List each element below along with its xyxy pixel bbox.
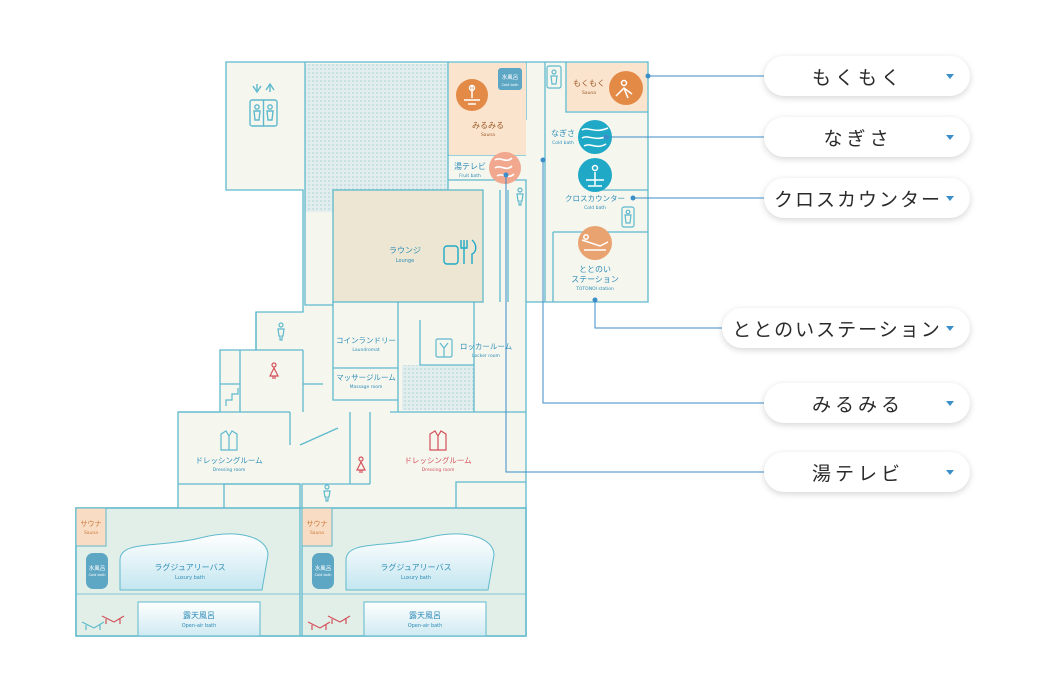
mirumiru-sublabel: Sauna — [481, 132, 495, 138]
locker-icon — [435, 338, 453, 358]
luxury-left-label: ラグジュアリーバス — [154, 562, 225, 572]
totonoi-sublabel: TOTONOI station — [575, 286, 614, 292]
nagisa-sublabel: Cold bath — [552, 140, 574, 146]
callout-cross-counter[interactable]: クロスカウンター — [764, 178, 970, 218]
shower-icon-2 — [621, 206, 635, 228]
openair-left-pool — [137, 601, 261, 637]
openair-left-sublabel: Open-air bath — [182, 623, 217, 629]
lounge-label: ラウンジ — [389, 246, 421, 255]
cold-left-label: 水風呂 — [89, 564, 106, 572]
laundry-sublabel: Laundromat — [352, 347, 379, 353]
stairs-icon — [225, 388, 239, 406]
lounger-icons-right — [307, 615, 351, 630]
openair-right-label: 露天風呂 — [409, 611, 441, 620]
callout-label: ととのいステーション — [732, 318, 942, 341]
callout-mirumiru[interactable]: みるみる — [764, 383, 970, 423]
chevron-down-icon — [946, 400, 954, 406]
dressing-left-label: ドレッシングルーム — [195, 455, 262, 465]
callout-leader-lines — [505, 75, 764, 473]
chevron-down-icon — [946, 134, 954, 140]
sauna-right-sublabel: Sauna — [310, 530, 324, 536]
openair-right-sublabel: Open-air bath — [408, 623, 443, 629]
lounge-sublabel: Lounge — [396, 258, 414, 264]
luxury-right-pool — [345, 533, 495, 591]
dressing-right-label: ドレッシングルーム — [404, 455, 471, 465]
cold-right-label: 水風呂 — [315, 564, 332, 572]
chevron-down-icon — [946, 325, 954, 331]
dressing-right-sublabel: Dressing room — [422, 467, 455, 473]
callout-label: クロスカウンター — [773, 188, 942, 211]
mens-toilet-icon — [277, 322, 285, 341]
shower-icon — [546, 65, 562, 89]
sauna-right-box — [301, 507, 333, 547]
robe-icon-blue — [220, 430, 238, 451]
yuterebi-sublabel: Fruit bath — [459, 173, 481, 179]
dotted-zone-top — [305, 64, 448, 212]
lounge-area — [332, 189, 484, 303]
sauna-left-box — [75, 507, 107, 547]
lounger-icons-left — [81, 615, 125, 630]
dotted-zone-middle — [402, 365, 474, 410]
cold-right-box — [312, 553, 334, 589]
callout-totonoi-station[interactable]: ととのいステーション — [722, 308, 970, 348]
luxury-left-pool — [119, 533, 269, 591]
mirumiru-cold-box — [498, 68, 522, 90]
womens-toilet-icon-2 — [356, 456, 366, 473]
mokumoku-label: もくもく — [573, 79, 605, 88]
luxury-right-sublabel: Luxury bath — [401, 575, 431, 581]
dressing-left-sublabel: Dressing room — [213, 467, 246, 473]
sauna-left-label: サウナ — [81, 520, 102, 528]
cross-counter-label: クロスカウンター — [565, 194, 625, 203]
luxury-right-label: ラグジュアリーバス — [380, 562, 451, 572]
callout-mokumoku[interactable]: もくもく — [764, 56, 970, 96]
mokumoku-sublabel: Sauna — [582, 90, 596, 96]
mens-toilet-icon-3 — [516, 187, 524, 206]
luxury-left-sublabel: Luxury bath — [175, 575, 205, 581]
womens-toilet-icon — [269, 362, 279, 379]
mens-toilet-icon-2 — [323, 484, 331, 502]
cold-left-sublabel: Cold bath — [89, 573, 106, 577]
laundry-label: コインランドリー — [336, 336, 396, 345]
locker-label: ロッカールーム — [460, 342, 512, 351]
callout-yuterebi[interactable]: 湯テレビ — [764, 452, 970, 492]
lounge-food-icon — [443, 239, 477, 265]
sauna-left-sublabel: Sauna — [84, 530, 98, 536]
mirumiru-cold-sublabel: Cold bath — [502, 83, 519, 87]
callout-label: なぎさ — [823, 127, 893, 150]
callout-label: 湯テレビ — [811, 462, 904, 485]
openair-left-label: 露天風呂 — [183, 611, 215, 620]
cold-left-box — [86, 553, 108, 589]
openair-right-pool — [363, 601, 487, 637]
totonoi-label-1: ととのい — [579, 265, 611, 274]
locker-sublabel: Locker room — [472, 353, 500, 359]
callout-nagisa[interactable]: なぎさ — [764, 117, 970, 157]
mokumoku-icon — [609, 71, 643, 105]
mirumiru-label: みるみる — [472, 121, 504, 130]
nagisa-label: なぎさ — [551, 128, 575, 138]
chevron-down-icon — [946, 469, 954, 475]
sauna-right-label: サウナ — [307, 520, 328, 528]
cold-right-sublabel: Cold bath — [315, 573, 332, 577]
robe-icon-red — [429, 430, 447, 451]
callout-label: みるみる — [811, 393, 904, 416]
mirumiru-cold-label: 水風呂 — [502, 73, 519, 81]
chevron-down-icon — [946, 73, 954, 79]
callout-leader-dots — [503, 73, 651, 303]
yuterebi-label: 湯テレビ — [454, 161, 486, 171]
massage-sublabel: Massage room — [350, 384, 383, 390]
callout-label: もくもく — [811, 66, 904, 89]
cross-counter-sublabel: Cold bath — [584, 205, 606, 211]
chevron-down-icon — [946, 195, 954, 201]
totonoi-label-2: ステーション — [571, 275, 619, 284]
elevator-icon — [249, 82, 278, 127]
massage-label: マッサージルーム — [336, 373, 396, 382]
